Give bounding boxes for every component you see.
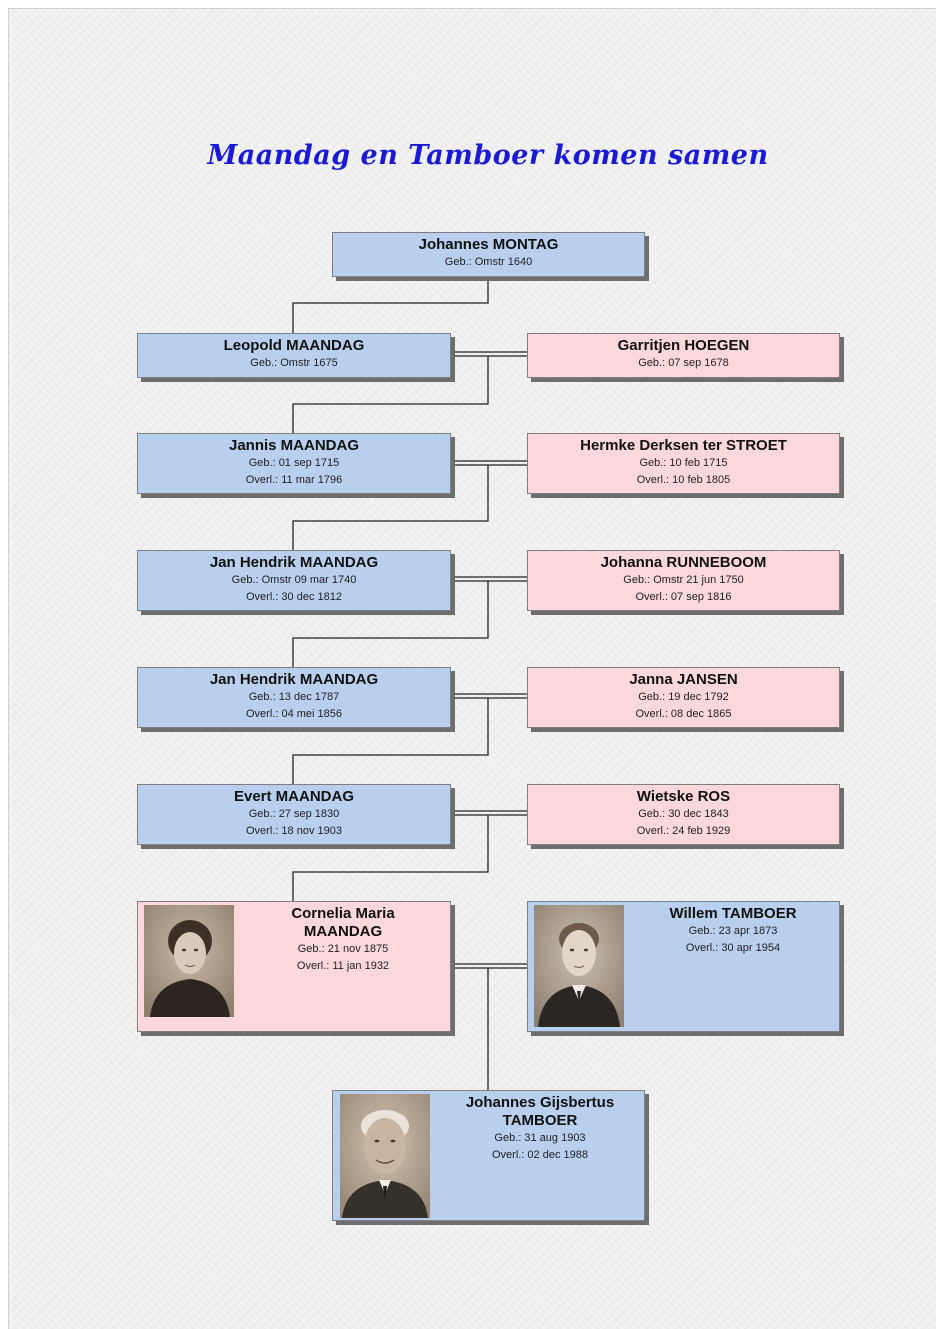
descent-line — [292, 698, 489, 784]
birth-date: Geb.: 30 dec 1843 — [638, 808, 729, 820]
person-card-janna-jansen[interactable]: Janna JANSEN Geb.: 19 dec 1792 Overl.: 0… — [527, 667, 840, 728]
birth-date: Geb.: 10 feb 1715 — [639, 457, 728, 469]
person-card-evert-maandag[interactable]: Evert MAANDAG Geb.: 27 sep 1830 Overl.: … — [137, 784, 451, 845]
death-date: Overl.: 18 nov 1903 — [245, 825, 342, 837]
person-name: Johannes MONTAG — [418, 236, 559, 253]
portrait-photo — [144, 905, 234, 1017]
death-date: Overl.: 04 mei 1856 — [246, 708, 342, 720]
chart-title: Maandag en Tamboer komen samen — [207, 140, 769, 171]
person-name: Evert MAANDAG — [233, 788, 354, 805]
person-card-jan-hendrik-maandag-1740[interactable]: Jan Hendrik MAANDAG Geb.: Omstr 09 mar 1… — [137, 550, 451, 611]
person-name-last: MAANDAG — [303, 923, 383, 940]
person-card-garritjen-hoegen[interactable]: Garritjen HOEGEN Geb.: 07 sep 1678 — [527, 333, 840, 378]
birth-date: Geb.: Omstr 09 mar 1740 — [231, 574, 357, 586]
birth-date: Geb.: 21 nov 1875 — [297, 943, 389, 955]
birth-date: Geb.: 23 apr 1873 — [688, 925, 778, 937]
person-card-johanna-runneboom[interactable]: Johanna RUNNEBOOM Geb.: Omstr 21 jun 175… — [527, 550, 840, 611]
death-date: Overl.: 07 sep 1816 — [635, 591, 732, 603]
birth-date: Geb.: 27 sep 1830 — [248, 808, 340, 820]
person-name-first: Cornelia Maria — [291, 905, 395, 922]
death-date: Overl.: 02 dec 1988 — [491, 1149, 588, 1161]
person-name: Garritjen HOEGEN — [617, 337, 750, 354]
person-card-jannis-maandag[interactable]: Jannis MAANDAG Geb.: 01 sep 1715 Overl.:… — [137, 433, 451, 494]
descent-line — [292, 277, 489, 333]
portrait-photo — [534, 905, 624, 1027]
death-date: Overl.: 08 dec 1865 — [635, 708, 732, 720]
person-card-johannes-gijsbertus-tamboer[interactable]: Johannes Gijsbertus TAMBOER Geb.: 31 aug… — [332, 1090, 645, 1221]
person-name: Jan Hendrik MAANDAG — [209, 554, 379, 571]
descent-line — [292, 356, 489, 433]
person-card-cornelia-maria-maandag[interactable]: Cornelia Maria MAANDAG Geb.: 21 nov 1875… — [137, 901, 451, 1032]
death-date: Overl.: 30 dec 1812 — [245, 591, 342, 603]
portrait-photo — [340, 1094, 430, 1218]
death-date: Overl.: 24 feb 1929 — [636, 825, 731, 837]
person-name: Willem TAMBOER — [669, 905, 797, 922]
person-card-johannes-montag[interactable]: Johannes MONTAG Geb.: Omstr 1640 — [332, 232, 645, 277]
person-name: Hermke Derksen ter STROET — [580, 437, 787, 454]
birth-date: Geb.: Omstr 1640 — [444, 256, 533, 268]
birth-date: Geb.: 13 dec 1787 — [248, 691, 340, 703]
birth-date: Geb.: Omstr 21 jun 1750 — [623, 574, 744, 586]
person-card-hermke-derksen-ter-stroet[interactable]: Hermke Derksen ter STROET Geb.: 10 feb 1… — [527, 433, 840, 494]
birth-date: Geb.: 19 dec 1792 — [638, 691, 729, 703]
person-name: Leopold MAANDAG — [223, 337, 365, 354]
birth-date: Geb.: Omstr 1675 — [250, 357, 338, 369]
person-card-willem-tamboer[interactable]: Willem TAMBOER Geb.: 23 apr 1873 Overl.:… — [527, 901, 840, 1032]
person-name-first: Johannes Gijsbertus — [465, 1094, 615, 1111]
birth-date: Geb.: 01 sep 1715 — [248, 457, 340, 469]
birth-date: Geb.: 31 aug 1903 — [494, 1132, 586, 1144]
death-date: Overl.: 30 apr 1954 — [685, 942, 781, 954]
descent-line — [292, 465, 489, 550]
descent-line — [292, 581, 489, 667]
descent-line — [292, 815, 489, 901]
birth-date: Geb.: 07 sep 1678 — [638, 357, 729, 369]
death-date: Overl.: 10 feb 1805 — [636, 474, 731, 486]
person-card-leopold-maandag[interactable]: Leopold MAANDAG Geb.: Omstr 1675 — [137, 333, 451, 378]
person-name: Jan Hendrik MAANDAG — [209, 671, 379, 688]
person-card-wietske-ros[interactable]: Wietske ROS Geb.: 30 dec 1843 Overl.: 24… — [527, 784, 840, 845]
person-name-last: TAMBOER — [502, 1112, 578, 1129]
person-card-jan-hendrik-maandag-1787[interactable]: Jan Hendrik MAANDAG Geb.: 13 dec 1787 Ov… — [137, 667, 451, 728]
person-name: Wietske ROS — [636, 788, 731, 805]
death-date: Overl.: 11 mar 1796 — [245, 474, 343, 486]
person-name: Johanna RUNNEBOOM — [600, 554, 767, 571]
person-name: Janna JANSEN — [629, 671, 738, 688]
person-name: Jannis MAANDAG — [228, 437, 359, 454]
death-date: Overl.: 11 jan 1932 — [296, 960, 390, 972]
